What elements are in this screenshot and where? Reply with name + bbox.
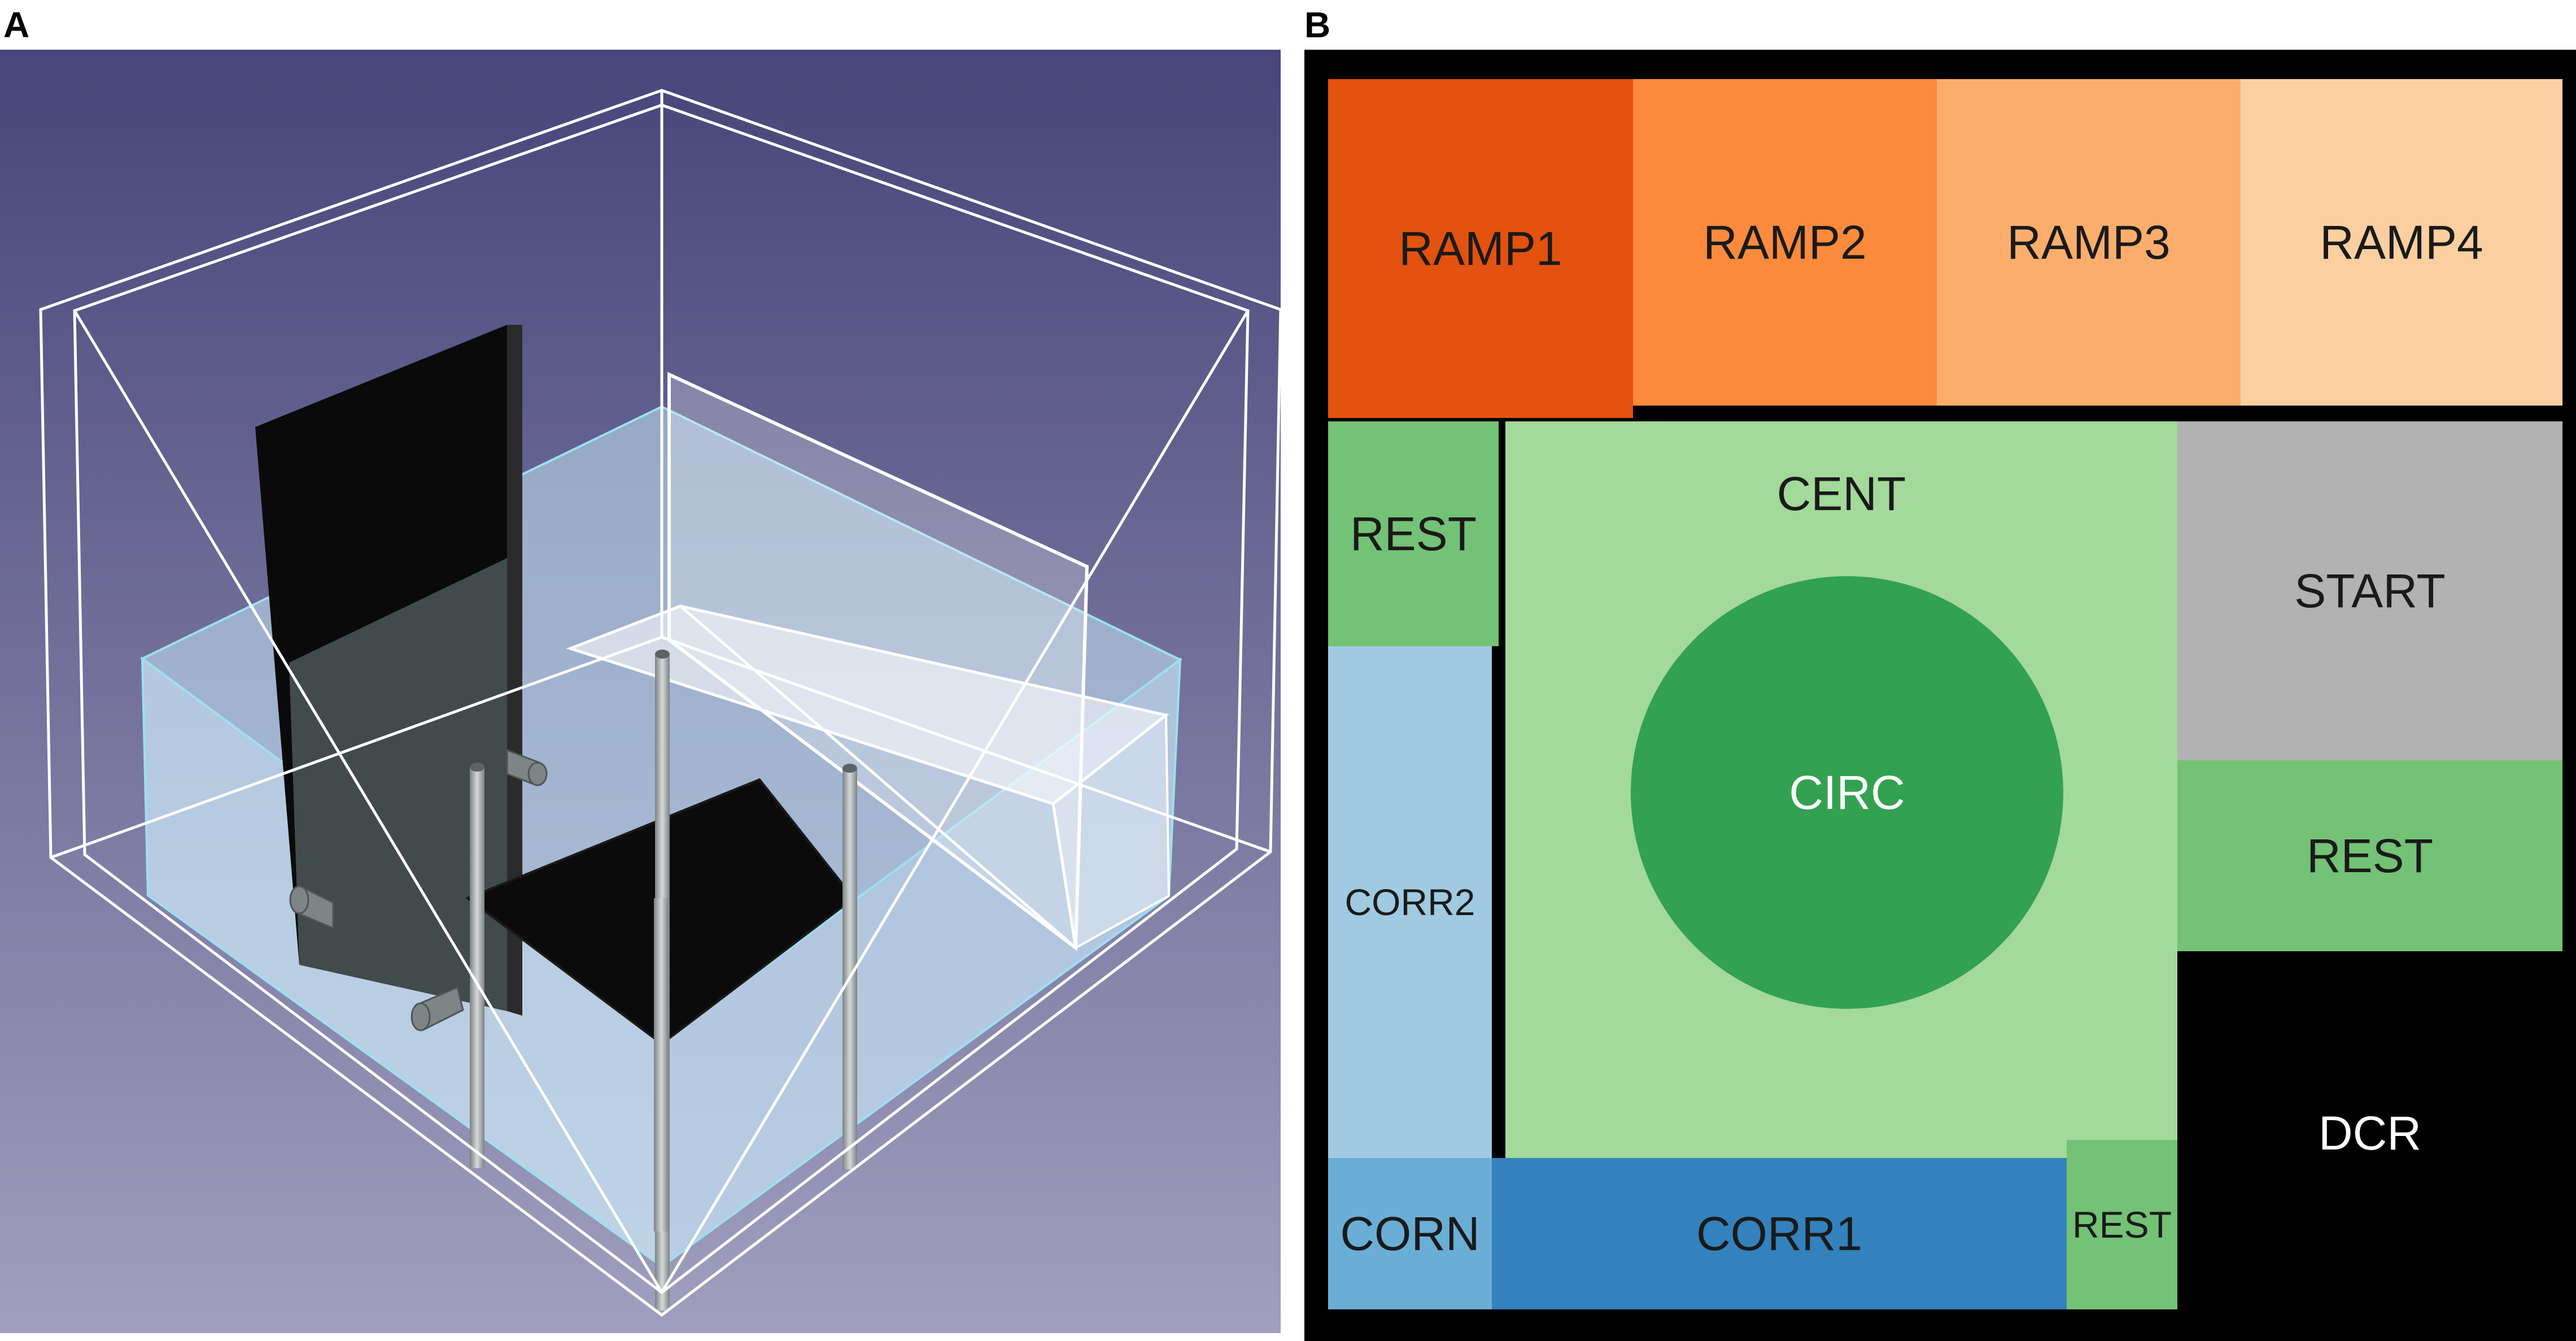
zone-corn-label: CORN xyxy=(1340,1207,1480,1260)
zone-rest-right-label: REST xyxy=(2306,829,2434,882)
zone-corr2: CORR2 xyxy=(1328,646,1492,1158)
panel-a-label: A xyxy=(3,5,30,45)
zone-rest-right: REST xyxy=(2177,760,2562,951)
zone-rest-top-left: REST xyxy=(1328,421,1499,646)
zone-corn: CORN xyxy=(1328,1158,1492,1309)
zone-ramp3-label: RAMP3 xyxy=(2007,215,2171,269)
zone-corr2-label: CORR2 xyxy=(1344,881,1475,923)
zone-ramp1-label: RAMP1 xyxy=(1399,221,1562,275)
zone-rest-bottom: REST xyxy=(2067,1140,2177,1309)
zone-dcr: DCR xyxy=(2177,951,2562,1315)
zone-ramp4: RAMP4 xyxy=(2241,79,2562,406)
zone-rest-top-left-label: REST xyxy=(1350,507,1477,560)
tank-3d-render xyxy=(0,50,1281,1333)
zone-ramp4-label: RAMP4 xyxy=(2320,215,2483,269)
zone-dcr-label: DCR xyxy=(2319,1106,2421,1160)
black-wall-submerged xyxy=(289,558,507,1011)
zone-rest-bottom-label: REST xyxy=(2072,1204,2172,1246)
support-poles-icon xyxy=(470,650,857,1310)
zone-corr1: CORR1 xyxy=(1492,1158,2067,1309)
zone-cent-label: CENT xyxy=(1776,467,1906,520)
zone-map: RAMP1 RAMP2 RAMP3 RAMP4 REST CENT CIRC S… xyxy=(1304,50,2576,1341)
side-pegs-icon xyxy=(289,748,548,1031)
transparent-ramp-icon xyxy=(566,372,1171,951)
panel-b-label: B xyxy=(1304,5,1331,45)
black-wall-panel-edge xyxy=(507,325,522,1016)
zone-circ: CIRC xyxy=(1631,576,2063,1009)
zone-ramp1: RAMP1 xyxy=(1328,79,1633,418)
zone-circ-label: CIRC xyxy=(1789,765,1905,819)
zone-start-label: START xyxy=(2294,564,2446,617)
zone-corr1-label: CORR1 xyxy=(1696,1207,1863,1260)
zone-start: START xyxy=(2177,421,2562,760)
zone-ramp2-label: RAMP2 xyxy=(1703,215,1867,269)
zone-ramp2: RAMP2 xyxy=(1633,79,1937,406)
aquarium-box-icon xyxy=(39,89,1281,1317)
zone-ramp3: RAMP3 xyxy=(1937,79,2241,406)
